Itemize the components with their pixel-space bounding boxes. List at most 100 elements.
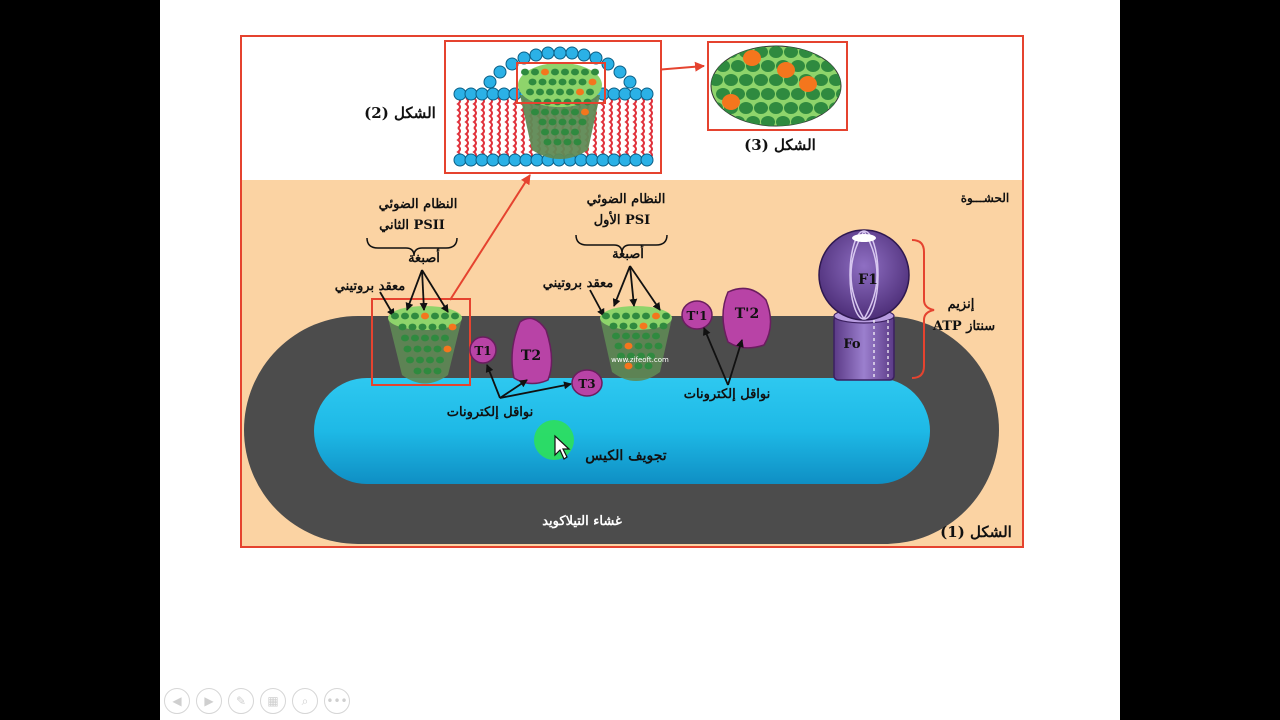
pigment-green xyxy=(799,102,813,114)
pigment-green xyxy=(622,332,630,340)
pen-tool-button[interactable]: ✎ xyxy=(228,688,254,714)
stroma-label: الحشـــوة xyxy=(961,191,1009,206)
psii-pigment-arrows xyxy=(379,269,449,317)
pigment-orange xyxy=(743,50,761,66)
carrier-arrows-right xyxy=(703,327,744,386)
pigment-green xyxy=(769,74,783,86)
psi-pigments xyxy=(602,312,670,370)
pigment-green xyxy=(602,312,610,320)
pigment-green xyxy=(591,68,599,76)
pigment-green xyxy=(784,46,798,58)
pigment-green xyxy=(411,334,419,342)
pigment-green xyxy=(739,102,753,114)
pigment-green xyxy=(416,356,424,364)
pigment-green xyxy=(558,78,567,86)
prev-slide-button[interactable]: ◀ xyxy=(164,688,190,714)
pigment-green xyxy=(769,102,783,114)
pigment-green xyxy=(571,108,579,116)
psi-pigments-label: أصبغة xyxy=(612,245,644,262)
pigment-green xyxy=(739,74,753,86)
pigment-green xyxy=(413,345,422,353)
membrane-label: غشاء التيلاكويد xyxy=(542,514,622,529)
carriers-right-label: نواقل إلكترونات xyxy=(684,387,770,402)
psii-brace xyxy=(366,237,458,257)
psi-brace xyxy=(575,234,668,254)
pigment-orange xyxy=(624,342,633,350)
pigment-green xyxy=(561,68,569,76)
pigment-orange xyxy=(652,312,660,320)
pigment-green xyxy=(654,342,663,350)
pigment-green xyxy=(436,356,444,364)
pigment-green xyxy=(546,88,554,96)
figure2-highlight xyxy=(516,62,606,104)
pigment-green xyxy=(814,102,828,114)
slides-overview-button[interactable]: ▦ xyxy=(260,688,286,714)
zoom-button[interactable]: ⌕ xyxy=(292,688,318,714)
pigment-green xyxy=(761,60,775,72)
atp-synthase-brace xyxy=(911,239,935,379)
next-slide-button[interactable]: ▶ xyxy=(196,688,222,714)
pigment-green xyxy=(551,108,559,116)
pigment-green xyxy=(617,352,625,360)
pointer-cursor xyxy=(534,420,574,460)
pigment-green xyxy=(543,138,552,146)
pigment-green xyxy=(769,46,783,58)
pigment-green xyxy=(581,68,589,76)
carrier-t1: T1 xyxy=(469,336,497,364)
psi-pigment-arrows xyxy=(589,265,661,317)
pigment-green xyxy=(433,367,442,375)
atp-synthase-label-1: إنزيم xyxy=(948,297,975,312)
carrier-t2: T2 xyxy=(511,317,553,385)
pigment-green xyxy=(538,118,547,126)
pigment-green xyxy=(662,312,670,320)
pigment-green xyxy=(566,88,574,96)
pigment-green xyxy=(441,312,449,320)
pigment-green xyxy=(391,312,399,320)
figure2-pigments xyxy=(521,68,599,146)
pigment-green xyxy=(521,68,529,76)
carrier-t3: T3 xyxy=(571,369,603,397)
pigment-green xyxy=(571,128,579,136)
psii-pigments-label: أصبغة xyxy=(408,249,440,266)
more-options-button[interactable]: ••• xyxy=(324,688,350,714)
pigment-green xyxy=(428,323,437,331)
psii-subtitle: الثاني PSII xyxy=(379,218,445,233)
psii-pigments xyxy=(391,312,459,375)
carrier-t1-label: T1 xyxy=(474,344,491,358)
carriers-left-label: نواقل إلكترونات xyxy=(447,405,533,420)
pigment-green xyxy=(571,68,579,76)
pigment-green xyxy=(563,138,572,146)
pigment-green xyxy=(642,332,650,340)
pigment-green xyxy=(408,323,417,331)
pigment-green xyxy=(423,367,432,375)
pigment-orange xyxy=(576,88,584,96)
pigment-green xyxy=(652,332,660,340)
pigment-green xyxy=(731,60,745,72)
pigment-green xyxy=(573,138,582,146)
pigment-green xyxy=(614,342,623,350)
pigment-green xyxy=(612,312,620,320)
pigment-green xyxy=(536,88,544,96)
slide-toolbar: ◀ ▶ ✎ ▦ ⌕ ••• xyxy=(164,688,350,714)
pigment-green xyxy=(776,116,790,126)
pigment-green xyxy=(558,118,567,126)
pigment-orange xyxy=(799,76,817,92)
pigment-green xyxy=(548,118,557,126)
fo-label: Fo xyxy=(843,337,861,352)
psi-subtitle: الأول PSI xyxy=(594,211,651,228)
pigment-orange xyxy=(624,362,633,370)
pigment-green xyxy=(634,342,643,350)
pigment-orange xyxy=(541,68,549,76)
pigment-orange xyxy=(777,62,795,78)
pigment-green xyxy=(411,312,419,320)
pigment-green xyxy=(761,88,775,100)
pigment-green xyxy=(551,68,559,76)
pigment-green xyxy=(644,362,653,370)
pigment-green xyxy=(644,342,653,350)
pigment-green xyxy=(553,138,562,146)
figure1-label: الشكل (1) xyxy=(940,523,1012,541)
pigment-green xyxy=(431,334,439,342)
psi-title: النظام الضوئي xyxy=(587,192,666,207)
pigment-green xyxy=(441,334,449,342)
pigment-green xyxy=(561,128,569,136)
